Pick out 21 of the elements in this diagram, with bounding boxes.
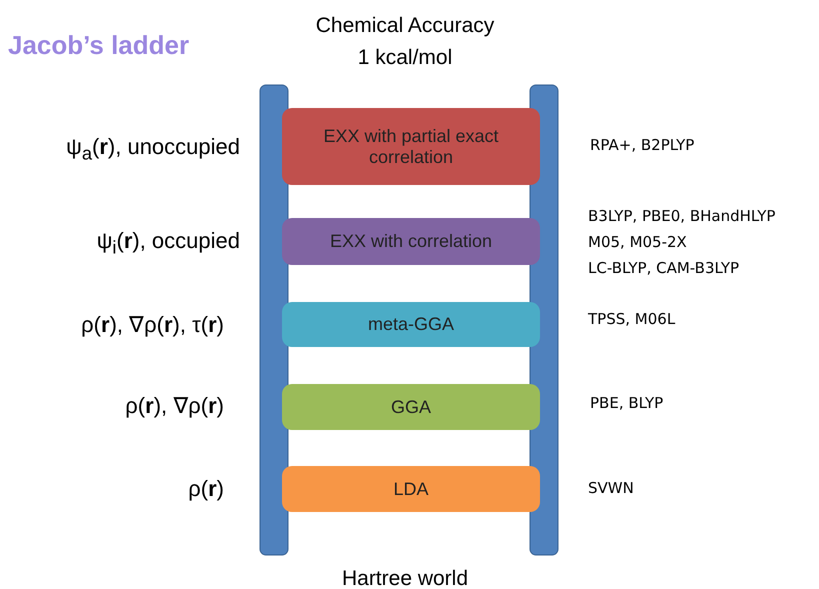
ladder-rung: EXX with correlation bbox=[282, 218, 540, 265]
functional-list: M05, M05-2X bbox=[588, 233, 687, 251]
functional-list: B3LYP, PBE0, BHandHLYP bbox=[588, 207, 776, 225]
variable-label: ψ$_{a}$(r), unoccupied bbox=[65, 134, 240, 164]
variable-label: ρ(r), ∇ρ(r) bbox=[124, 393, 224, 419]
variable-label: ρ(r), ∇ρ(r), τ(r) bbox=[80, 312, 224, 338]
bottom-caption: Hartree world bbox=[340, 566, 470, 589]
variable-label: ρ(r) bbox=[187, 476, 224, 502]
functional-list: TPSS, M06L bbox=[588, 310, 676, 328]
title: Jacob’s ladder bbox=[8, 30, 190, 61]
ladder-rung: GGA bbox=[282, 384, 540, 430]
functional-list: SVWN bbox=[588, 479, 634, 497]
functional-list: RPA+, B2PLYP bbox=[590, 136, 694, 154]
variable-label: ψ$_{i}$(r), occupied bbox=[96, 228, 240, 258]
ladder-rung: LDA bbox=[282, 466, 540, 512]
functional-list: LC-BLYP, CAM-B3LYP bbox=[588, 259, 740, 277]
ladder-rung: EXX with partial exact correlation bbox=[282, 108, 540, 185]
top-caption: Chemical Accuracy 1 kcal/mol bbox=[314, 13, 496, 71]
ladder-rail bbox=[260, 84, 288, 556]
ladder-rung: meta-GGA bbox=[282, 302, 540, 347]
functional-list: PBE, BLYP bbox=[590, 394, 664, 412]
